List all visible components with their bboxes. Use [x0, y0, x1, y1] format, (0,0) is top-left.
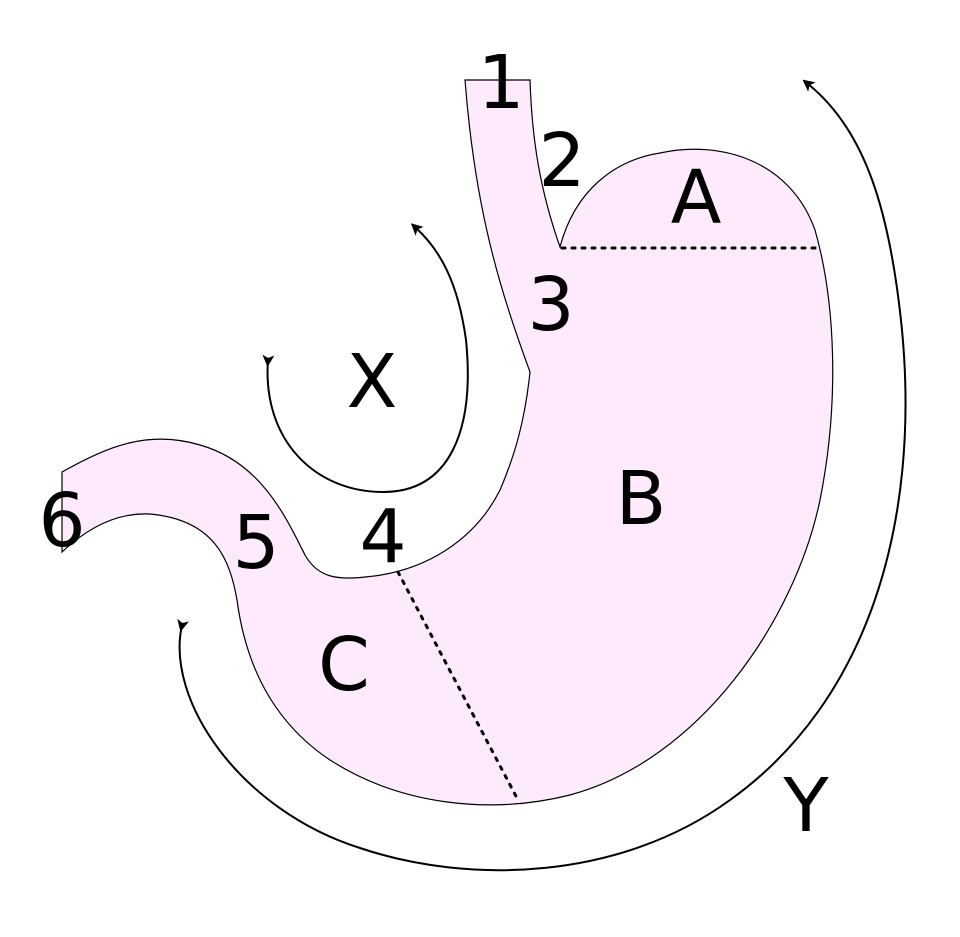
label-c: C: [318, 622, 370, 708]
label-5: 5: [232, 500, 279, 586]
label-x: X: [347, 339, 398, 425]
label-b: B: [616, 456, 667, 542]
label-3: 3: [527, 262, 574, 348]
label-4: 4: [359, 494, 406, 580]
label-1: 1: [477, 40, 524, 126]
label-a: A: [671, 155, 722, 241]
label-6: 6: [38, 478, 85, 564]
greater-curvature-arrow: [177, 79, 907, 872]
label-2: 2: [538, 118, 585, 204]
label-y: Y: [782, 763, 829, 849]
